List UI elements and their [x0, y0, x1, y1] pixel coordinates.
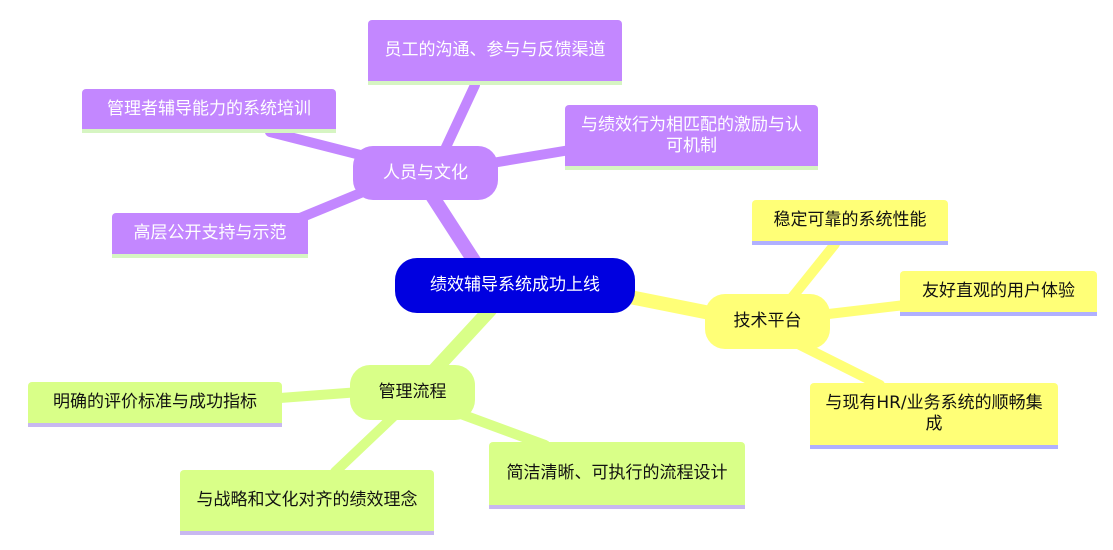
leaf-tech-integration[interactable]: 与现有HR/业务系统的顺畅集成 [810, 383, 1058, 449]
link-tech-2 [815, 300, 910, 320]
branch-people[interactable]: 人员与文化 [353, 146, 498, 200]
leaf-process-design[interactable]: 简洁清晰、可执行的流程设计 [489, 442, 745, 509]
leaf-process-criteria[interactable]: 明确的评价标准与成功指标 [28, 382, 282, 427]
leaf-people-training[interactable]: 管理者辅导能力的系统培训 [82, 89, 336, 133]
link-tech-3 [795, 340, 885, 390]
root-node[interactable]: 绩效辅导系统成功上线 [395, 258, 635, 313]
link-root-process [423, 303, 497, 382]
link-process-3 [330, 410, 400, 477]
link-process-1 [275, 387, 365, 403]
link-root-tech [613, 288, 727, 322]
leaf-tech-ux[interactable]: 友好直观的用户体验 [900, 271, 1097, 316]
leaf-people-leadership[interactable]: 高层公开支持与示范 [112, 213, 308, 258]
leaf-people-communication[interactable]: 员工的沟通、参与与反馈渠道 [368, 20, 622, 85]
branch-process[interactable]: 管理流程 [350, 365, 475, 420]
leaf-people-incentives[interactable]: 与绩效行为相匹配的激励与认可机制 [565, 105, 818, 170]
link-tech-1 [785, 239, 840, 305]
leaf-process-philosophy[interactable]: 与战略和文化对齐的绩效理念 [180, 470, 434, 535]
leaf-tech-performance[interactable]: 稳定可靠的系统性能 [752, 200, 948, 245]
branch-tech[interactable]: 技术平台 [705, 294, 830, 349]
